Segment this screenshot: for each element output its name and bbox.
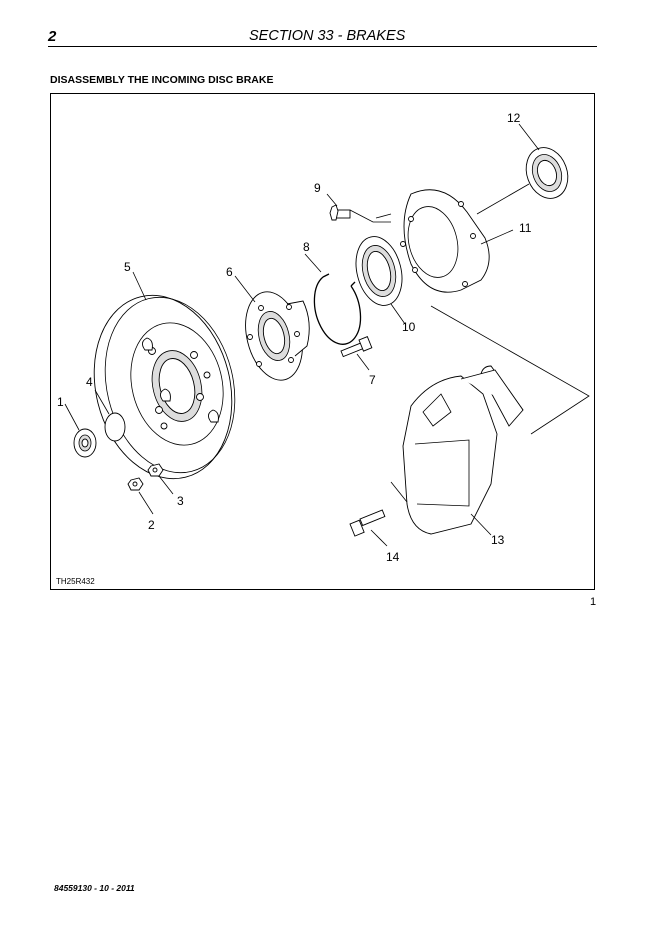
exploded-view-drawing: 1 2 3 4 5 6 7 8 9 10 11 12 13 14 TH25R43… [56, 111, 590, 586]
callout-9: 9 [314, 181, 321, 195]
callout-4: 4 [86, 375, 93, 389]
page-number: 2 [48, 28, 57, 45]
seal-ring-icon [355, 236, 403, 306]
callout-11: 11 [519, 221, 532, 235]
document-reference: 84559130 - 10 - 2011 [54, 883, 135, 893]
leader-lines [64, 123, 540, 547]
section-title: SECTION 33 - BRAKES [249, 28, 406, 44]
callout-6: 6 [226, 265, 233, 279]
section-heading: DISASSEMBLY THE INCOMING DISC BRAKE [50, 74, 274, 86]
callout-8: 8 [303, 240, 310, 254]
callout-10: 10 [402, 320, 416, 334]
circlip-icon [313, 273, 362, 345]
brake-disc-icon [93, 294, 236, 480]
drawing-code: TH25R432 [56, 577, 95, 586]
exploded-view-figure: 1 2 3 4 5 6 7 8 9 10 11 12 13 14 TH25R43… [50, 93, 595, 590]
callout-14: 14 [386, 550, 400, 564]
bolt-7-icon [340, 336, 373, 358]
oil-seal-icon [525, 147, 569, 199]
figure-number: 1 [590, 596, 597, 608]
callout-13: 13 [491, 533, 505, 547]
bolt-9-icon [329, 204, 351, 221]
wheel-hub-icon [245, 291, 310, 381]
brake-caliper-bracket-icon [400, 189, 490, 293]
header-rule [48, 46, 597, 47]
callout-3: 3 [177, 494, 184, 508]
nut-2-icon [127, 477, 144, 491]
callout-5: 5 [124, 260, 131, 274]
brake-caliper-icon [402, 365, 524, 535]
assembly-lines [349, 183, 590, 503]
bolt-14-icon [349, 509, 386, 537]
callout-12: 12 [507, 111, 521, 125]
flange-nut-icon [73, 428, 97, 458]
cap-icon [104, 412, 126, 442]
callout-7: 7 [369, 373, 376, 387]
callout-1: 1 [57, 395, 64, 409]
callout-2: 2 [148, 518, 155, 532]
